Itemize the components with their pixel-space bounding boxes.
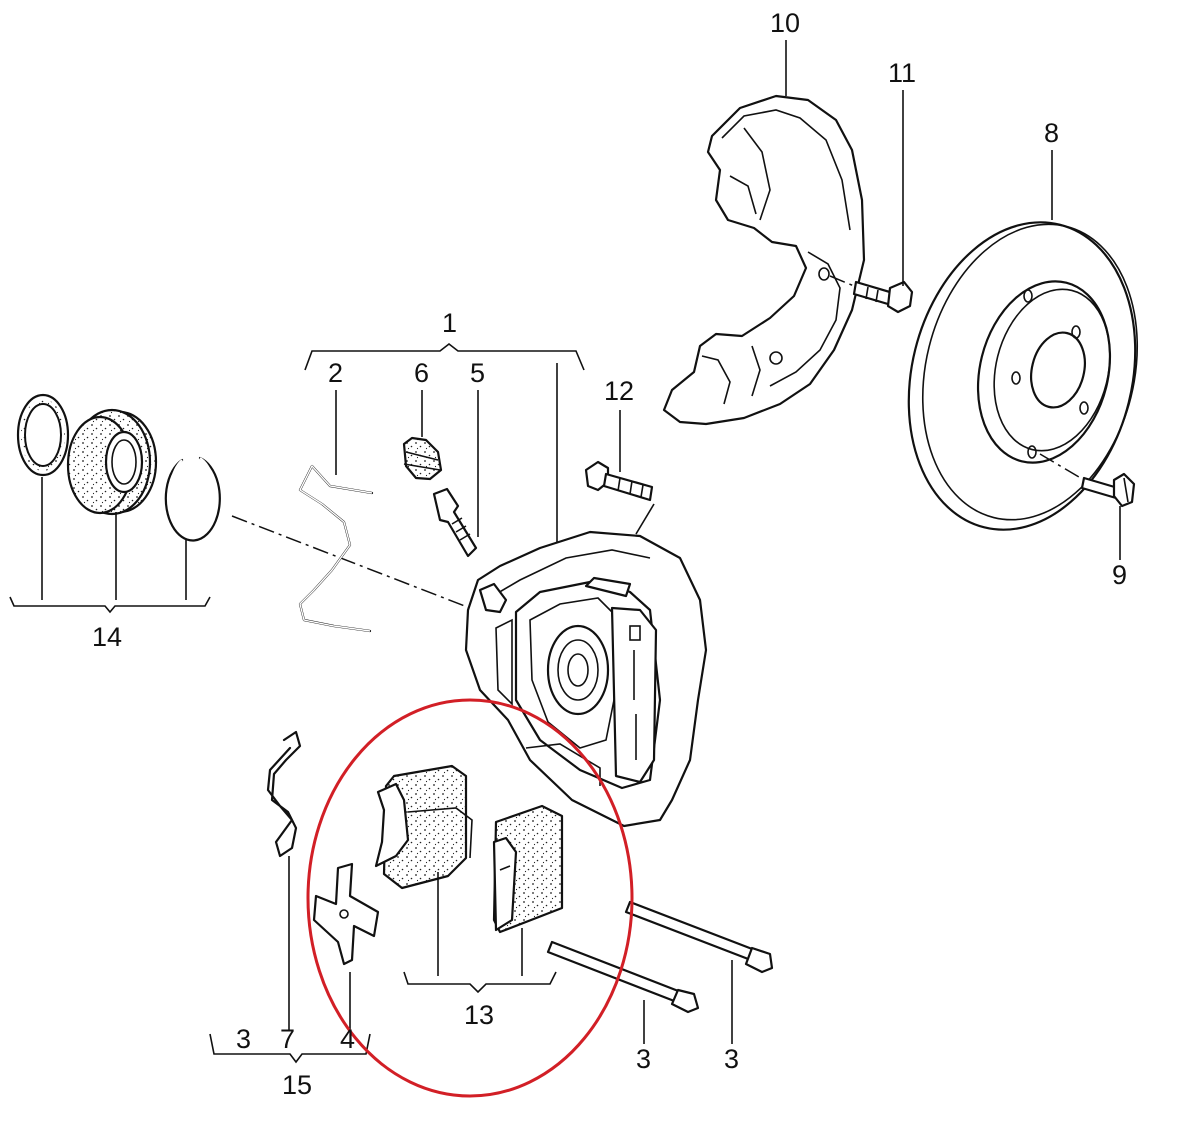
brake-caliper [464, 530, 708, 828]
label-11: 11 [888, 58, 916, 88]
guide-pin-3 [546, 900, 774, 1014]
brake-disc-8 [907, 221, 1139, 531]
label-3-pin-left: 3 [636, 1044, 651, 1074]
label-2: 2 [328, 358, 343, 388]
dust-boot-14 [66, 408, 158, 516]
label-4: 4 [340, 1024, 355, 1054]
spreader-plate-4 [312, 862, 380, 966]
label-3-pin-right: 3 [724, 1044, 739, 1074]
highlight-circle [306, 698, 634, 1098]
label-12: 12 [604, 376, 634, 406]
label-3-bracket: 3 [236, 1024, 251, 1054]
mounting-bolt-12 [584, 460, 654, 502]
label-9: 9 [1112, 560, 1127, 590]
label-5: 5 [470, 358, 485, 388]
label-15: 15 [282, 1070, 312, 1100]
label-6: 6 [414, 358, 429, 388]
label-13: 13 [464, 1000, 494, 1030]
splash-shield-10 [662, 94, 866, 426]
label-7: 7 [280, 1024, 295, 1054]
disc-screw-9 [1080, 472, 1136, 508]
label-1: 1 [442, 308, 457, 338]
retaining-ring-14 [164, 456, 221, 542]
brake-pads-13 [374, 764, 564, 934]
bleeder-cap-6 [402, 436, 443, 481]
label-14: 14 [92, 622, 122, 652]
bleeder-valve-5 [432, 487, 478, 558]
shield-bolt-11 [852, 280, 914, 314]
label-8: 8 [1044, 118, 1059, 148]
label-10: 10 [770, 8, 800, 38]
seal-ring-14 [16, 393, 70, 477]
